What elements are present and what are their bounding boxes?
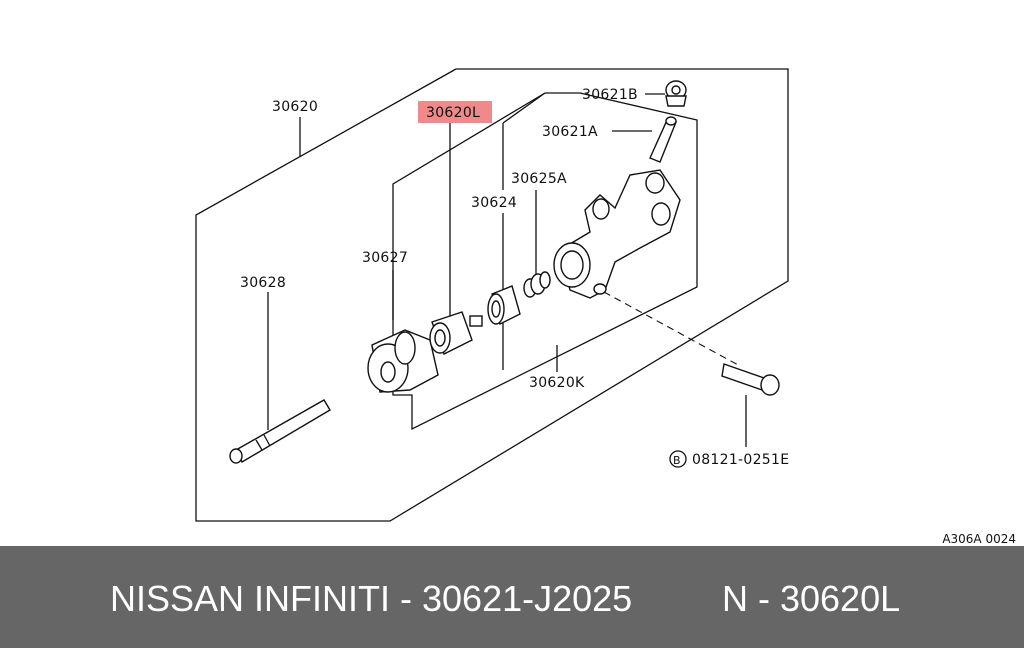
- bolt-marker-circle: [669, 450, 687, 468]
- label-bolt: 08121-0251E: [692, 452, 789, 468]
- footer-diagram-code: N - 30620L: [722, 578, 901, 619]
- parts-diagram: 30620 30620L 30621B 30621A 30625A 30624 …: [195, 68, 789, 522]
- label-30624: 30624: [471, 195, 517, 211]
- label-30620: 30620: [272, 99, 318, 115]
- label-30621B: 30621B: [582, 87, 638, 103]
- label-30620K: 30620K: [529, 375, 585, 391]
- boot-part: [367, 329, 439, 393]
- leader-30620L-top: [502, 92, 546, 124]
- bleeder-cap-part: [665, 80, 687, 107]
- label-30620L: 30620L: [426, 105, 480, 121]
- label-30627: 30627: [362, 250, 408, 266]
- cylinder-body-part: [553, 169, 681, 299]
- push-rod-part: [229, 399, 331, 464]
- bolt-part: [721, 363, 780, 396]
- reference-code: A306A 0024: [942, 532, 1016, 546]
- footer-bar: NISSAN INFINITI - 30621-J2025 N - 30620L: [0, 546, 1024, 648]
- highlight-box: [418, 101, 492, 123]
- kit-frame: [392, 92, 698, 431]
- bolt-axis: [603, 291, 741, 367]
- piston-cup-part: [487, 285, 521, 326]
- piston-part: [429, 311, 483, 355]
- bleeder-screw-part: [649, 116, 677, 163]
- spring-part: [523, 271, 551, 298]
- assembly-frame: [195, 68, 789, 522]
- footer-part-number: NISSAN INFINITI - 30621-J2025: [110, 578, 633, 619]
- label-30621A: 30621A: [542, 124, 598, 140]
- label-30625A: 30625A: [511, 171, 567, 187]
- label-bolt-marker: B: [673, 454, 681, 467]
- label-30628: 30628: [240, 275, 286, 291]
